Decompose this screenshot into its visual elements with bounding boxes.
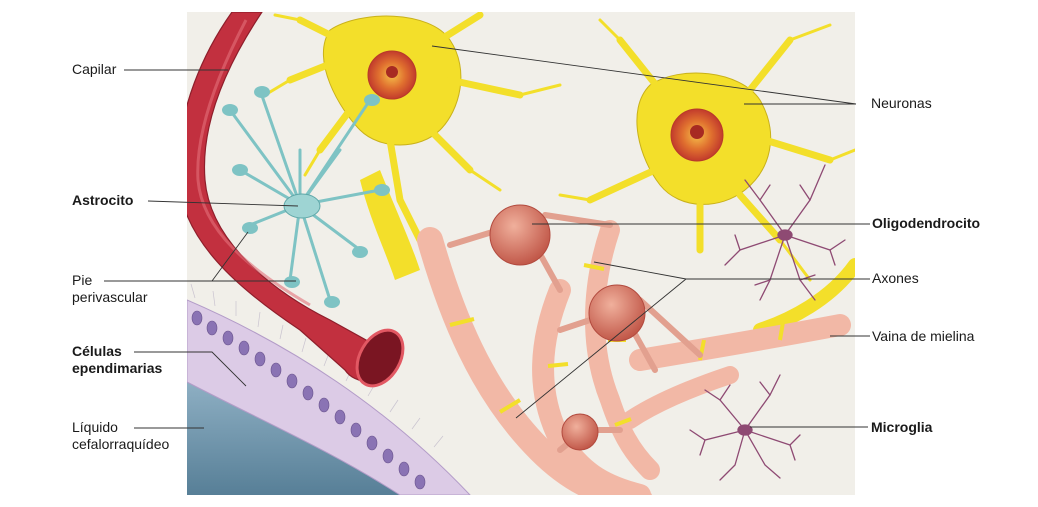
leader-lines [104,45,870,429]
label-microglia: Microglia [871,419,933,435]
label-liquido-line1: Líquido [72,419,118,435]
neuron-1 [263,12,562,244]
microglia-1 [724,164,846,301]
leader-celulas [134,351,247,387]
label-celulas-line2: ependimarias [72,360,163,376]
label-pie-line1: Pie [72,272,93,288]
label-axones: Axones [872,270,919,286]
label-celulas-line1: Células [72,343,122,359]
leader-neuronas [431,45,857,105]
astrocyte [222,86,390,308]
label-astrocito: Astrocito [72,192,134,208]
leader-axones-2 [593,261,687,280]
label-liquido-line2: cefalorraquídeo [72,436,170,452]
leader-astrocito [147,200,299,207]
ependymal-nuclei [191,310,426,490]
oligodendrocytes [447,204,703,453]
neuron-process [753,258,855,337]
myelinated-axons [417,220,851,495]
neuron-process-2 [360,170,420,280]
label-pie-line2: perivascular [72,289,148,305]
ependymal-layer [187,299,471,495]
capillary-opening [355,328,405,388]
label-neuronas: Neuronas [871,95,932,111]
label-capilar: Capilar [72,61,117,77]
microglia-2 [689,374,801,481]
label-oligodendrocito: Oligodendrocito [872,215,981,231]
leader-pie-2 [211,231,249,282]
label-vaina: Vaina de mielina [872,328,975,344]
neuron-2 [558,18,855,282]
capillary-highlight [196,19,311,307]
